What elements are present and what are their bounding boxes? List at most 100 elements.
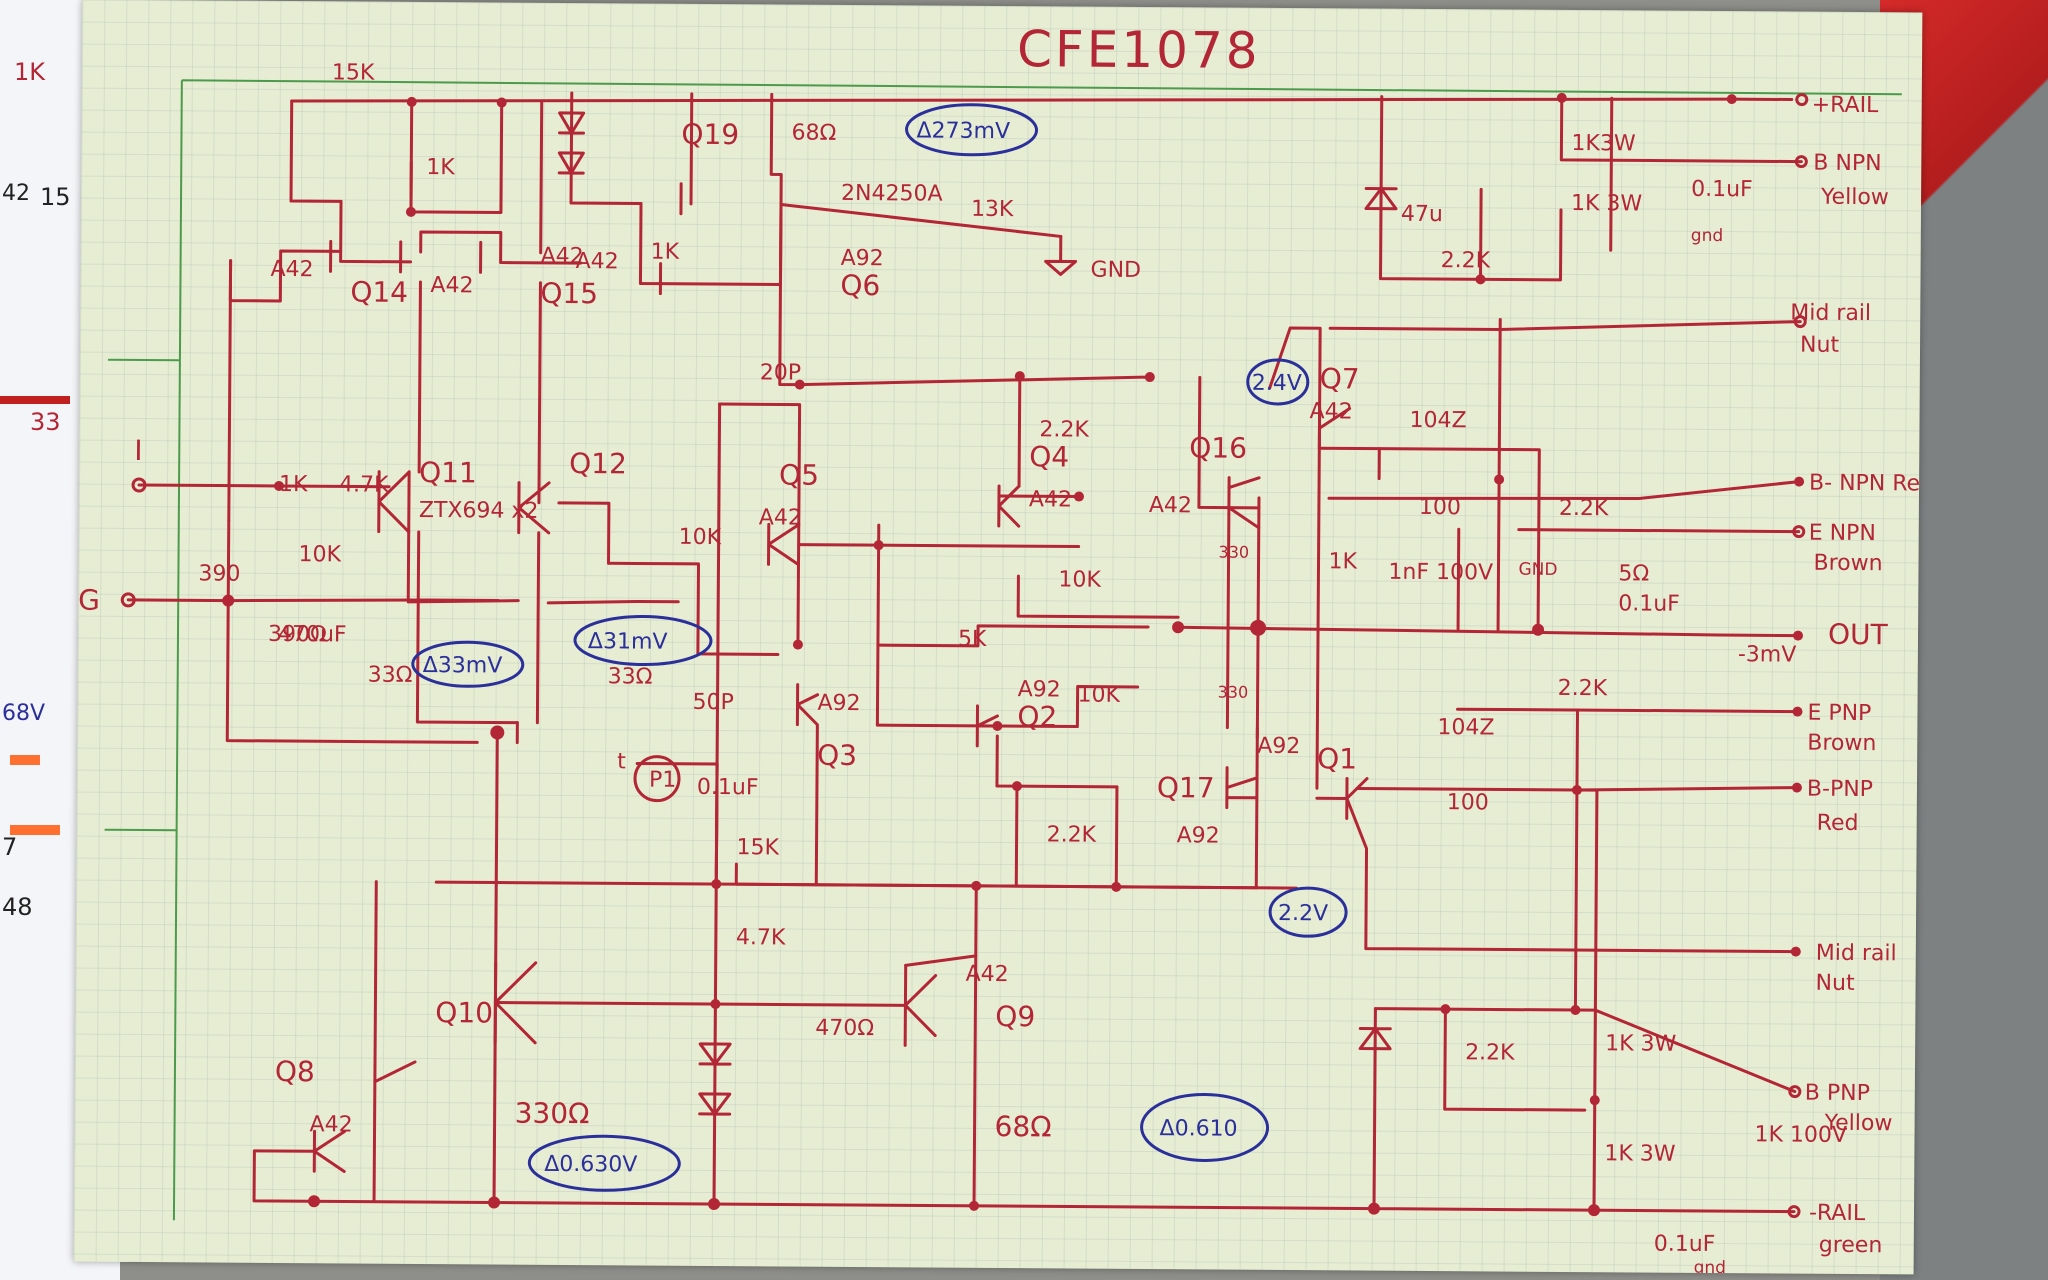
resistor-label: 2.2K: [1465, 1040, 1515, 1065]
transistor-label-q2: Q2: [1017, 700, 1057, 733]
transistor-type-q7: A42: [1309, 399, 1352, 424]
transistor-label-q11: Q11: [419, 456, 477, 489]
ground-label: GND: [1518, 560, 1557, 580]
resistor-label: 4.7K: [736, 925, 786, 950]
resistor-label: 330Ω: [515, 1097, 590, 1131]
connection-mid-rail-top-nut: Nut: [1800, 333, 1840, 358]
capacitor-label: 50P: [692, 690, 733, 715]
transistor-label-q12: Q12: [569, 447, 627, 480]
resistor-label: 1K: [1328, 549, 1357, 574]
schematic-title: CFE1078: [1017, 20, 1261, 80]
connection-labels: +RAIL B NPN Yellow Mid rail Nut B- NPN R…: [1738, 93, 1923, 1259]
junction-dots: [222, 92, 1737, 1217]
resistor-label: 68Ω: [994, 1110, 1051, 1143]
transistor-type-extra: A42: [576, 249, 619, 274]
measurement-annotations: Δ273mV Δ33mV Δ31mV 2.4V 2.2V Δ0.630V Δ0.…: [411, 103, 1348, 1192]
pot-label: P1: [649, 768, 676, 793]
capacitor-label: 390: [198, 561, 240, 586]
capacitor-label: 104Z: [1409, 408, 1466, 433]
resistor-label: 2.2K: [1559, 496, 1609, 521]
margin-note: 42: [2, 181, 30, 206]
input-i-label: I: [134, 434, 142, 467]
connection-b-pnp: B PNP: [1805, 1081, 1870, 1106]
transistor-type-q4: A42: [1029, 487, 1072, 512]
measurement-q7: 2.4V: [1252, 371, 1302, 396]
capacitor-label: 1K 100V: [1754, 1122, 1847, 1148]
resistor-label: 10K: [298, 542, 341, 567]
margin-note: 48: [2, 893, 33, 921]
connection-b-pnp-red: B-PNP: [1807, 777, 1873, 802]
transistor-type-extra: A42: [270, 257, 313, 282]
resistor-label: 100: [1419, 495, 1461, 520]
resistor-label: 1K 3W: [1605, 1031, 1677, 1056]
capacitor-labels: 470uF 20P 50P 0.1uF 104Z 1nF 100V 104Z 0…: [198, 177, 1847, 1257]
capacitor-label: 0.1uF: [1654, 1232, 1716, 1257]
transistor-label-q1: Q1: [1317, 742, 1357, 775]
transistor-type-q3: A92: [817, 691, 860, 716]
resistor-label: 1K: [279, 472, 308, 497]
capacitor-label: 20P: [760, 360, 801, 385]
connection-mid-rail-bottom: Mid rail: [1816, 941, 1897, 967]
transistor-symbols: [312, 182, 1369, 1173]
connection-neg-rail-color: green: [1819, 1233, 1883, 1258]
connection-mid-rail-top: Mid rail: [1790, 301, 1871, 327]
resistor-label: 10K: [1078, 683, 1121, 708]
ground-labels: GND GND gnd gnd: [1044, 226, 1726, 1274]
capacitor-label: 0.1uF: [1618, 591, 1680, 616]
resistor-label: 10K: [1058, 567, 1101, 592]
connection-e-npn-color: Brown: [1813, 551, 1882, 576]
transistor-label-q4: Q4: [1029, 440, 1069, 473]
transistor-labels: Q1 A92 Q2 A92 Q3 A92 Q4 A42 Q5 A42 Q6 A9…: [270, 118, 1360, 1138]
transistor-type-q14: A42: [430, 273, 473, 298]
transistor-type-q19: 2N4250A: [841, 181, 943, 207]
ground-label: GND: [1090, 258, 1141, 283]
margin-notes: 1K 33 15 42 68V 7 48: [0, 58, 71, 921]
resistor-label: 4.7K: [339, 472, 389, 497]
transistor-label-q10: Q10: [435, 996, 493, 1029]
capacitor-label: 104Z: [1437, 715, 1494, 740]
resistor-label: 330: [1218, 683, 1249, 702]
measurement-q12: Δ31mV: [588, 629, 668, 655]
connection-neg-rail: -RAIL: [1809, 1201, 1866, 1226]
pot-tap-label: t: [617, 749, 626, 774]
resistor-label: 5Ω: [1618, 561, 1649, 586]
transistor-type-q17: A92: [1177, 823, 1220, 848]
resistor-label: 15K: [332, 60, 375, 85]
transistor-label-q14: Q14: [350, 275, 408, 308]
connection-b-pnp-color: Yellow: [1824, 1111, 1893, 1136]
measurement-q10: Δ0.630V: [544, 1152, 637, 1178]
connection-out: OUT: [1828, 618, 1889, 651]
resistor-label: 10K: [679, 525, 722, 550]
margin-note: 1K: [14, 58, 46, 86]
transistor-label-q17: Q17: [1157, 771, 1215, 804]
resistor-label: 1K 3W: [1604, 1141, 1676, 1166]
schematic-sheet: CFE1078: [73, 0, 1923, 1275]
measurement-q9: Δ0.610: [1159, 1116, 1237, 1142]
connection-e-pnp: E PNP: [1807, 701, 1871, 726]
ground-label: gnd: [1691, 226, 1723, 246]
measurement-q19: Δ273mV: [916, 118, 1010, 144]
resistor-label: 68Ω: [791, 121, 836, 146]
transistor-type-q11: ZTX694 x2: [419, 498, 539, 524]
diodes: [557, 111, 1398, 1116]
resistor-label: 2.2K: [1441, 248, 1491, 273]
input-g-label: G: [78, 584, 100, 617]
resistor-label: 390Ω: [268, 622, 327, 647]
margin-note: 7: [2, 833, 17, 861]
transistor-label-q15: Q15: [540, 277, 598, 310]
resistor-label: 1K: [651, 240, 680, 265]
margin-note: 15: [40, 183, 71, 211]
connection-e-npn: E NPN: [1809, 521, 1876, 546]
transistor-label-q7: Q7: [1320, 362, 1360, 395]
resistor-label: 33Ω: [368, 663, 413, 688]
capacitor-label: 1nF 100V: [1388, 560, 1493, 586]
transistor-label-q8: Q8: [275, 1055, 315, 1088]
resistor-label: 330: [1219, 543, 1250, 562]
measurement-q11: Δ33mV: [423, 653, 503, 679]
resistor-label: 5K: [958, 627, 987, 652]
connection-mid-rail-bottom-nut: Nut: [1816, 971, 1856, 996]
inputs: I G: [78, 434, 147, 617]
measurement-q1: 2.2V: [1278, 901, 1328, 926]
sheet-border: [104, 79, 1902, 1221]
